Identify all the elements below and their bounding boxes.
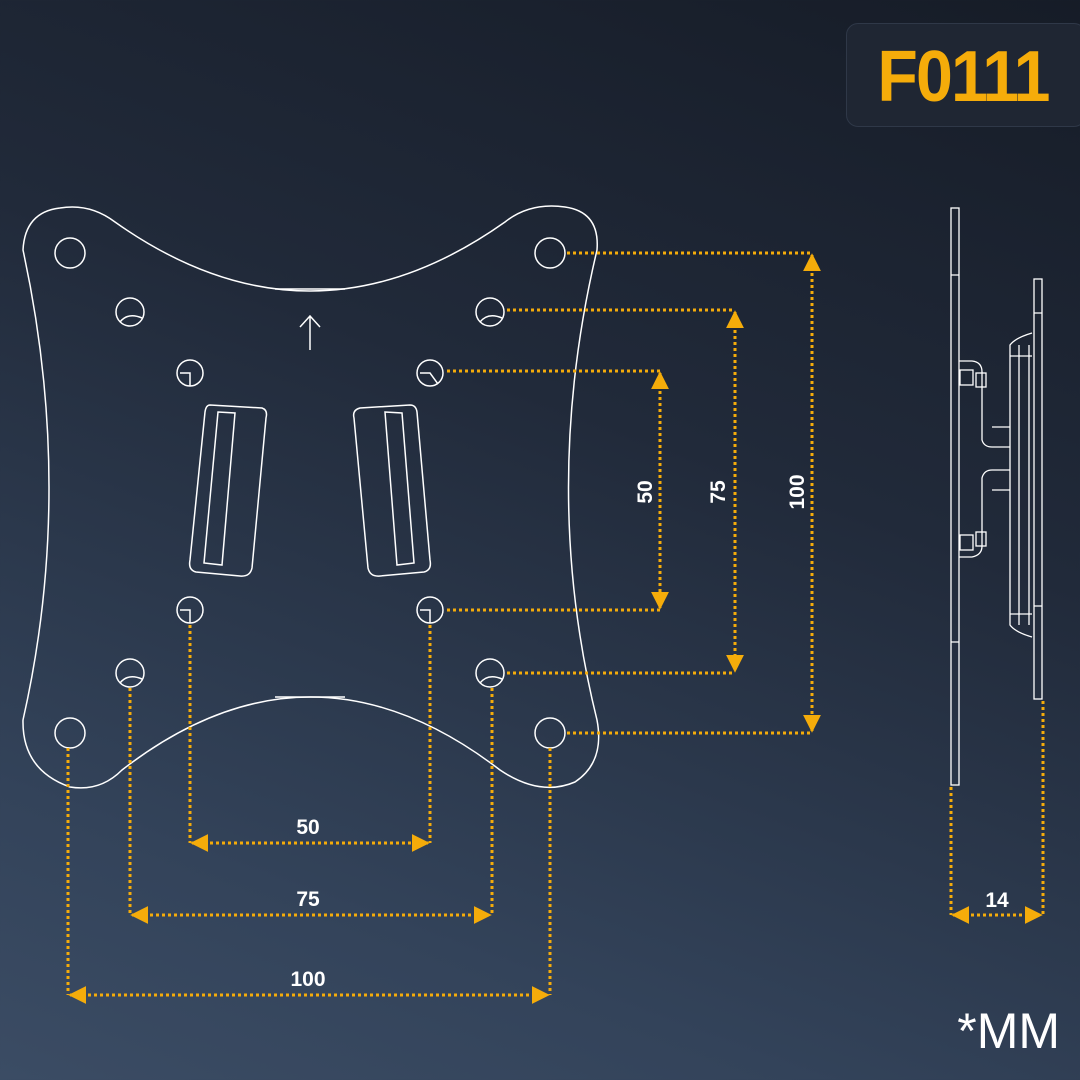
mount-side-view (950, 207, 1043, 786)
h-dim-50: 50 (296, 816, 319, 839)
v-dim-100: 100 (786, 474, 809, 509)
mount-plate-front-view (22, 205, 600, 789)
depth-dim-14: 14 (985, 889, 1009, 912)
up-arrow-icon (299, 314, 321, 350)
mounting-holes (54, 237, 566, 749)
v-dim-50: 50 (634, 480, 657, 503)
slots (188, 404, 432, 577)
dimension-lines (66, 251, 1045, 1004)
dimension-labels: 50 75 100 50 75 100 14 (290, 474, 1009, 991)
v-dim-75: 75 (707, 480, 730, 504)
h-dim-100: 100 (290, 968, 325, 991)
model-code: F0111 (877, 37, 1050, 117)
model-badge: F0111 (846, 23, 1080, 127)
h-dim-75: 75 (296, 888, 320, 911)
unit-label: *MM (957, 1003, 1060, 1059)
